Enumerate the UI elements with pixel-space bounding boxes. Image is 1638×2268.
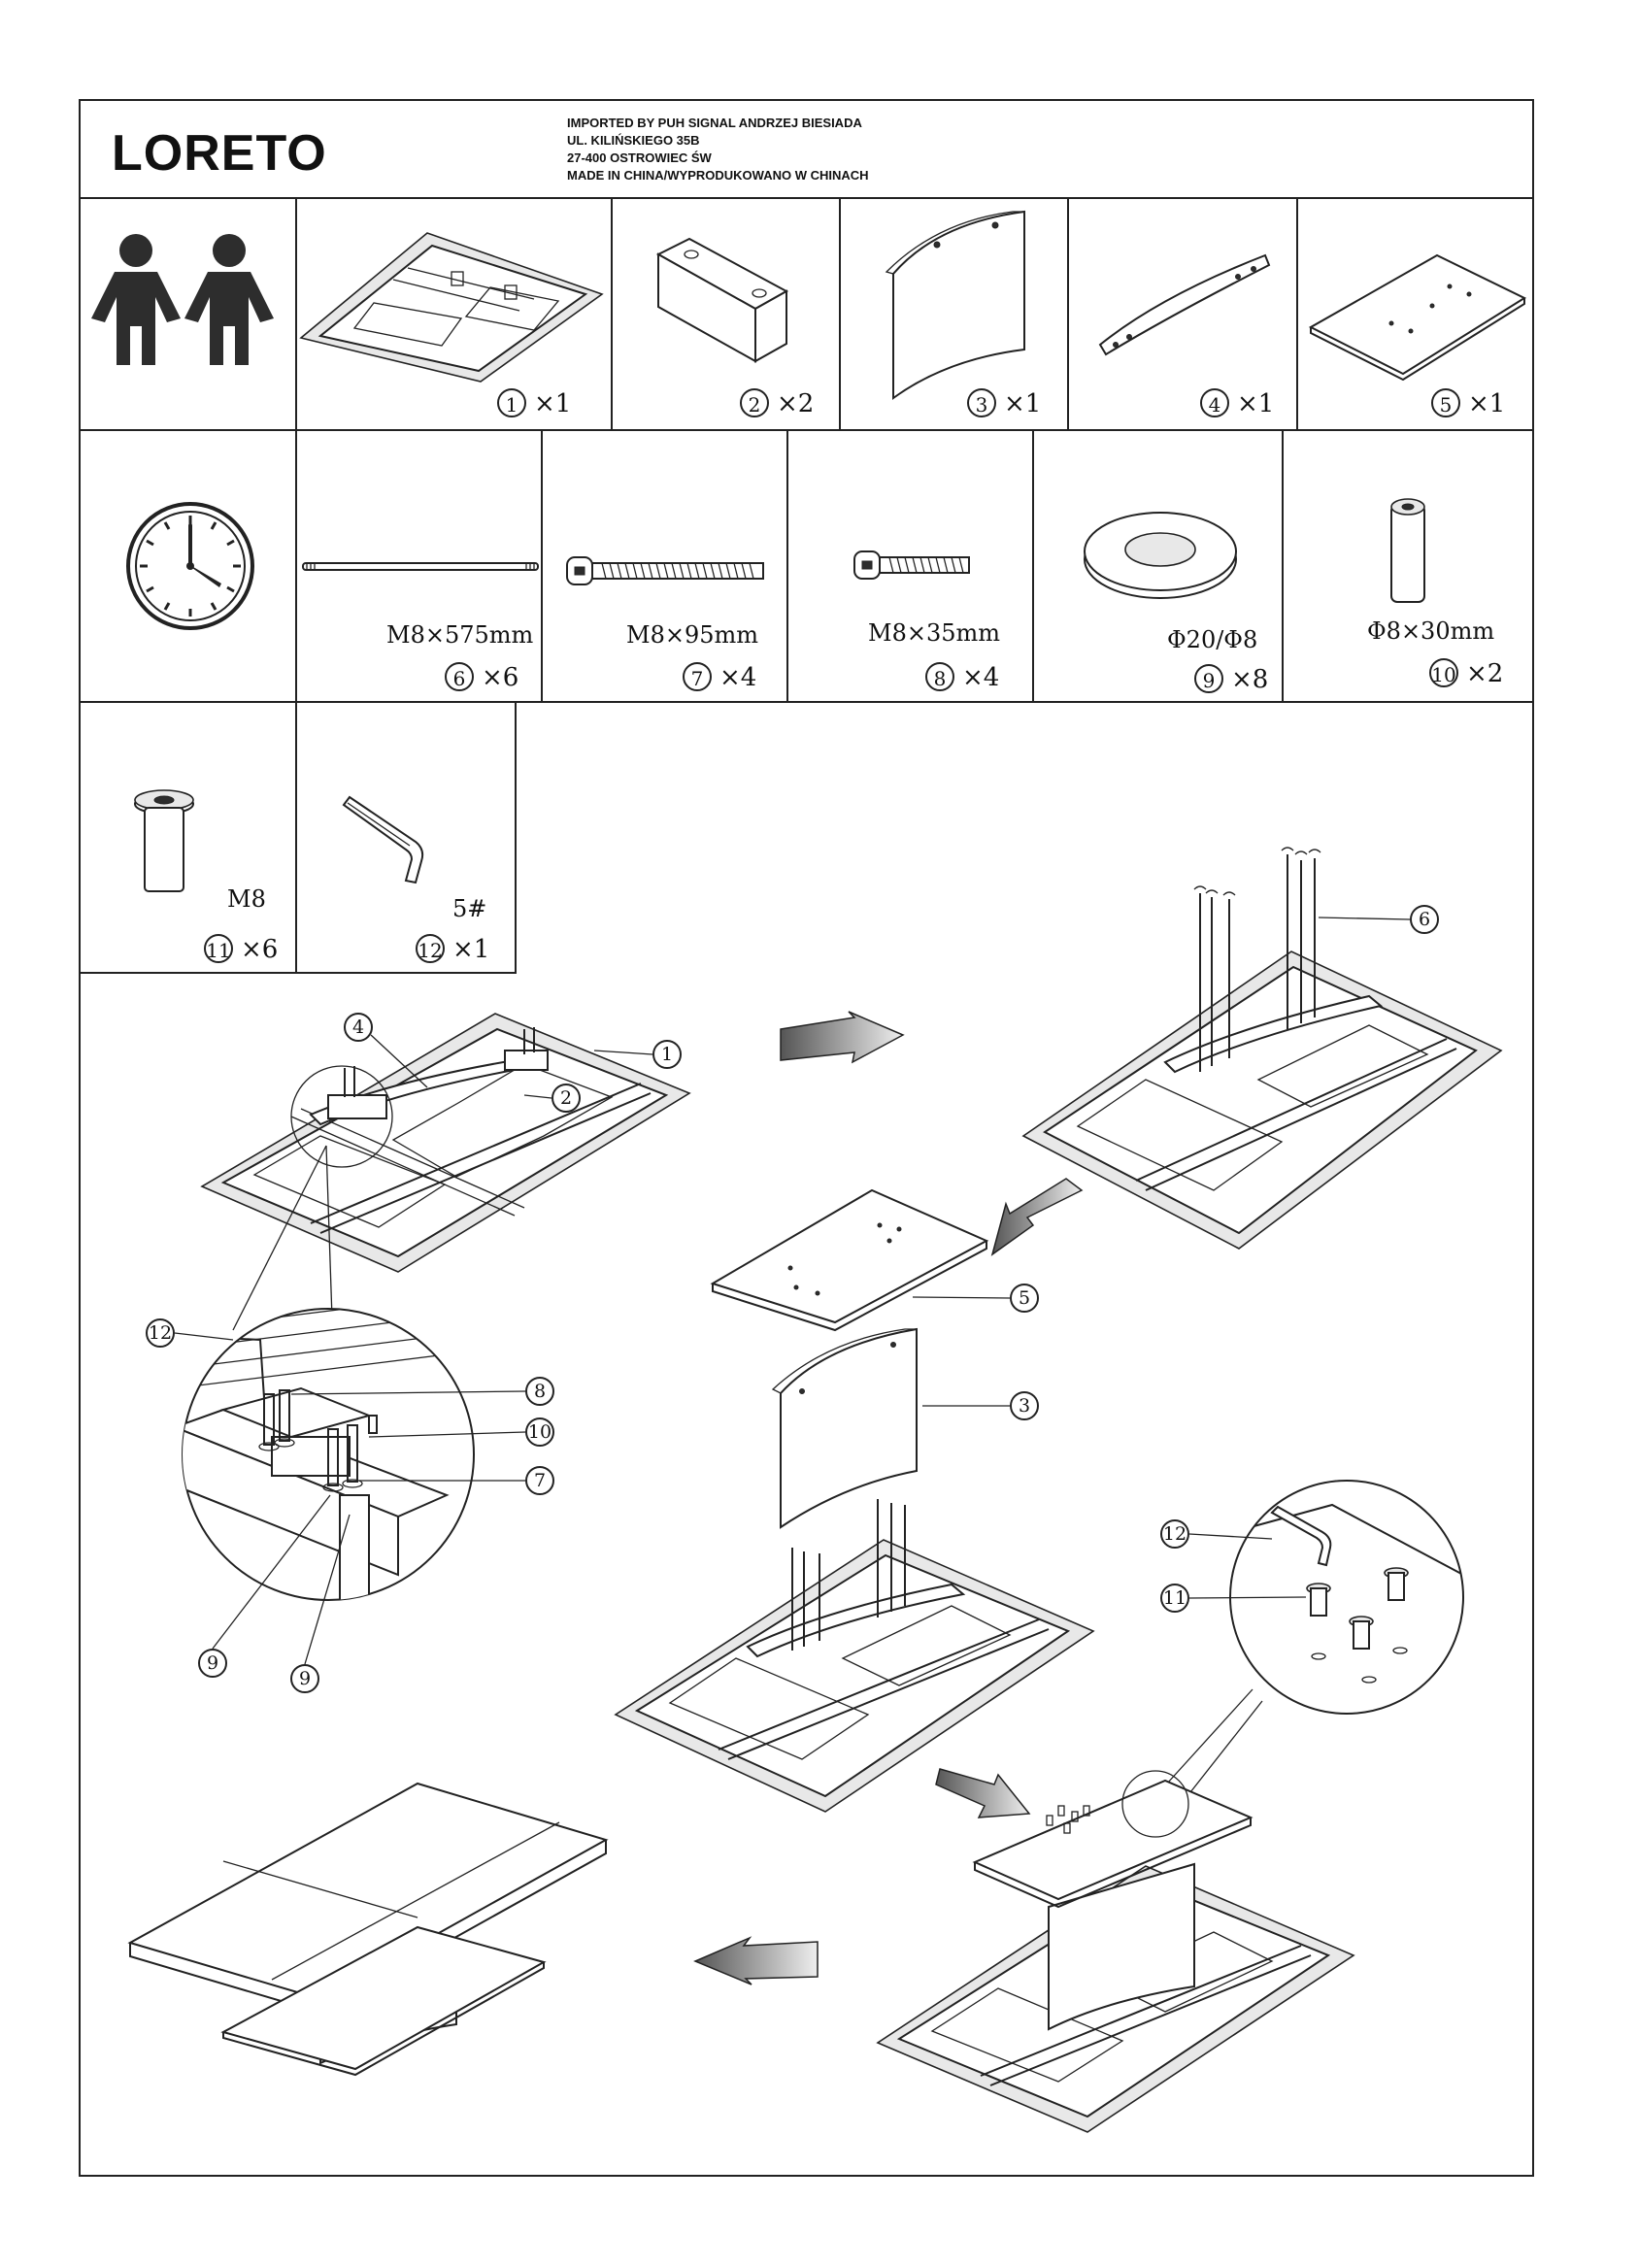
detail2-callout-12: 12: [1160, 1519, 1189, 1549]
part-3-qty: 3×1: [967, 388, 1041, 418]
part-1-qty: 1×1: [497, 388, 571, 418]
final-table-drawing: [127, 1782, 609, 2077]
col-divider: [295, 701, 297, 973]
part-6-qty: 6×6: [445, 662, 518, 692]
part-9-qty: 9×8: [1194, 664, 1268, 694]
part-10-dowel-drawing: [1390, 498, 1425, 603]
step1-base-drawing: [200, 1013, 691, 1273]
part-7-qty: 7×4: [683, 662, 756, 692]
detail1-callout-8: 8: [525, 1377, 554, 1406]
detail1-callout-7: 7: [525, 1466, 554, 1495]
step1-callout-1: 1: [652, 1040, 682, 1069]
step4-assembly-drawing: [876, 1770, 1355, 2133]
col-divider: [1282, 429, 1284, 701]
part-8-qty: 8×4: [925, 662, 999, 692]
importer-line: 27-400 OSTROWIEC ŚW: [567, 150, 712, 165]
part-7-bolt-drawing: [566, 556, 764, 585]
part-1-frame-drawing: [299, 232, 604, 383]
importer-info: IMPORTED BY PUH SIGNAL ANDRZEJ BIESIADA …: [567, 115, 869, 184]
header-divider: [79, 197, 1534, 199]
part-12-hex-key-drawing: [342, 795, 424, 884]
part-6-rod-drawing: [302, 562, 539, 571]
col-divider: [1032, 429, 1034, 701]
part-9-washer-drawing: [1084, 512, 1237, 599]
step2-callout-6: 6: [1410, 905, 1439, 934]
part-2-qty: 2×2: [740, 388, 814, 418]
detail1-callout-10: 10: [525, 1418, 554, 1447]
part-11-qty: 11×6: [204, 934, 278, 964]
step3-top-drawing: [710, 1188, 989, 1332]
col-divider: [1067, 197, 1069, 430]
product-title: LORETO: [112, 125, 327, 182]
col-divider: [295, 197, 297, 430]
part-10-qty: 10×2: [1429, 658, 1503, 688]
detail2-inserts-drawing: [1229, 1480, 1464, 1715]
detail1-callout-9b: 9: [290, 1664, 319, 1693]
col-divider: [541, 429, 543, 701]
detail1-callout-9: 9: [198, 1649, 227, 1678]
importer-line: IMPORTED BY PUH SIGNAL ANDRZEJ BIESIADA: [567, 116, 862, 130]
part-8-bolt-drawing: [853, 550, 970, 580]
arrow-icon: [935, 1768, 1031, 1818]
step3-panel-drawing: [771, 1327, 918, 1529]
two-persons-icon: [91, 234, 274, 365]
col-divider: [1296, 197, 1298, 430]
part-3-panel-drawing: [885, 210, 1025, 400]
col-divider: [839, 197, 841, 430]
row3-divider: [79, 972, 517, 974]
step1-callout-2: 2: [552, 1084, 581, 1113]
step3-base-drawing: [614, 1499, 1095, 1813]
part-8-spec: M8×35mm: [868, 619, 1001, 647]
part-12-spec: 5#: [452, 895, 487, 922]
arrow-icon: [693, 1936, 819, 1985]
part-10-spec: Φ8×30mm: [1367, 617, 1495, 645]
part-4-qty: 4×1: [1200, 388, 1274, 418]
instruction-sheet: [79, 99, 1534, 2177]
part-7-spec: M8×95mm: [626, 621, 759, 649]
col-divider: [611, 197, 613, 430]
part-2-block-drawing: [655, 237, 789, 363]
part-6-spec: M8×575mm: [386, 621, 534, 649]
col-divider: [515, 701, 517, 973]
part-11-spec: M8: [227, 885, 266, 913]
part-9-spec: Φ20/Φ8: [1167, 626, 1258, 653]
arrow-icon: [780, 1011, 905, 1064]
col-divider: [786, 429, 788, 701]
importer-line: MADE IN CHINA/WYPRODUKOWANO W CHINACH: [567, 168, 869, 183]
detail1-callout-12: 12: [146, 1318, 175, 1348]
step1-callout-4: 4: [344, 1013, 373, 1042]
part-4-plate-drawing: [1098, 253, 1271, 356]
col-divider: [295, 429, 297, 701]
row2-divider: [79, 701, 1534, 703]
importer-line: UL. KILIŃSKIEGO 35B: [567, 133, 700, 148]
part-11-insert-drawing: [134, 789, 194, 892]
part-12-qty: 12×1: [416, 934, 489, 964]
step3-callout-5: 5: [1010, 1284, 1039, 1313]
arrow-icon: [990, 1178, 1084, 1256]
row1-divider: [79, 429, 1534, 431]
detail1-fasteners-drawing: [182, 1308, 475, 1601]
clock-icon: [126, 502, 254, 630]
part-5-top-drawing: [1308, 253, 1527, 382]
step2-rods-drawing: [1021, 847, 1503, 1250]
part-5-qty: 5×1: [1431, 388, 1505, 418]
detail2-callout-11: 11: [1160, 1584, 1189, 1613]
step3-callout-3: 3: [1010, 1391, 1039, 1420]
